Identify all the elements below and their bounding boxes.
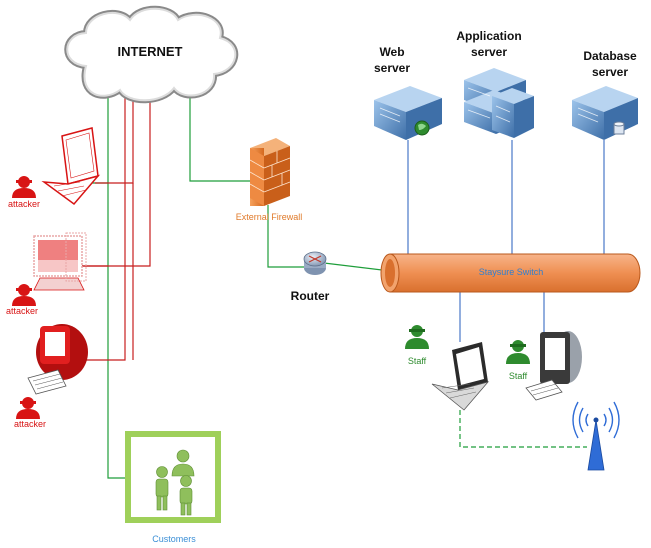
app-server-label-line1: Application [456, 29, 522, 43]
customers-box [125, 431, 221, 523]
staff-label: Staff [407, 356, 427, 366]
router-icon [303, 251, 327, 275]
web-server-label: Web server [362, 44, 422, 76]
web-server-icon [374, 86, 442, 140]
internet-label: INTERNET [117, 44, 183, 59]
attacker-person-icon [16, 397, 40, 419]
internet-firewall-link [189, 88, 252, 182]
switch-label: Staysure Switch [478, 267, 544, 277]
laptop-icon [431, 342, 490, 411]
db-server-label-line2: server [591, 65, 629, 79]
staff-label: Staff [508, 371, 528, 381]
web-server-label-line1: Web [379, 45, 405, 59]
db-server-label-line1: Database [583, 49, 637, 63]
attacker-label: attacker [5, 306, 38, 316]
monitor-icon [525, 331, 582, 401]
firewall-icon [249, 138, 291, 206]
people-group-icon [155, 449, 195, 516]
staff-person-icon [506, 340, 530, 364]
wireless-link [459, 410, 587, 448]
internet-attacker-links [76, 96, 151, 479]
server-switch-links [407, 140, 620, 342]
router-switch-link [323, 262, 391, 272]
cloud-icon [64, 5, 239, 104]
database-server-icon [572, 86, 638, 140]
switch-icon [380, 253, 641, 293]
laptop-icon [41, 127, 101, 206]
app-server-label: Application server [444, 28, 534, 60]
db-server-label: Database server [570, 48, 650, 80]
attacker-label: attacker [13, 419, 46, 429]
firewall-router-link [267, 205, 306, 268]
wifi-antenna-icon [572, 401, 620, 471]
web-server-label-line2: server [373, 61, 411, 75]
attacker-person-icon [12, 284, 36, 306]
monitor-icon [33, 232, 87, 291]
app-server-icon [464, 68, 534, 138]
attacker-label: attacker [7, 199, 40, 209]
firewall-label: External Firewall [235, 212, 303, 222]
customers-label: Customers [152, 534, 196, 544]
attacker-person-icon [12, 176, 36, 198]
monitor-icon [27, 324, 88, 395]
app-server-label-line2: server [470, 45, 508, 59]
staff-person-icon [405, 325, 429, 349]
router-label: Router [290, 289, 330, 303]
